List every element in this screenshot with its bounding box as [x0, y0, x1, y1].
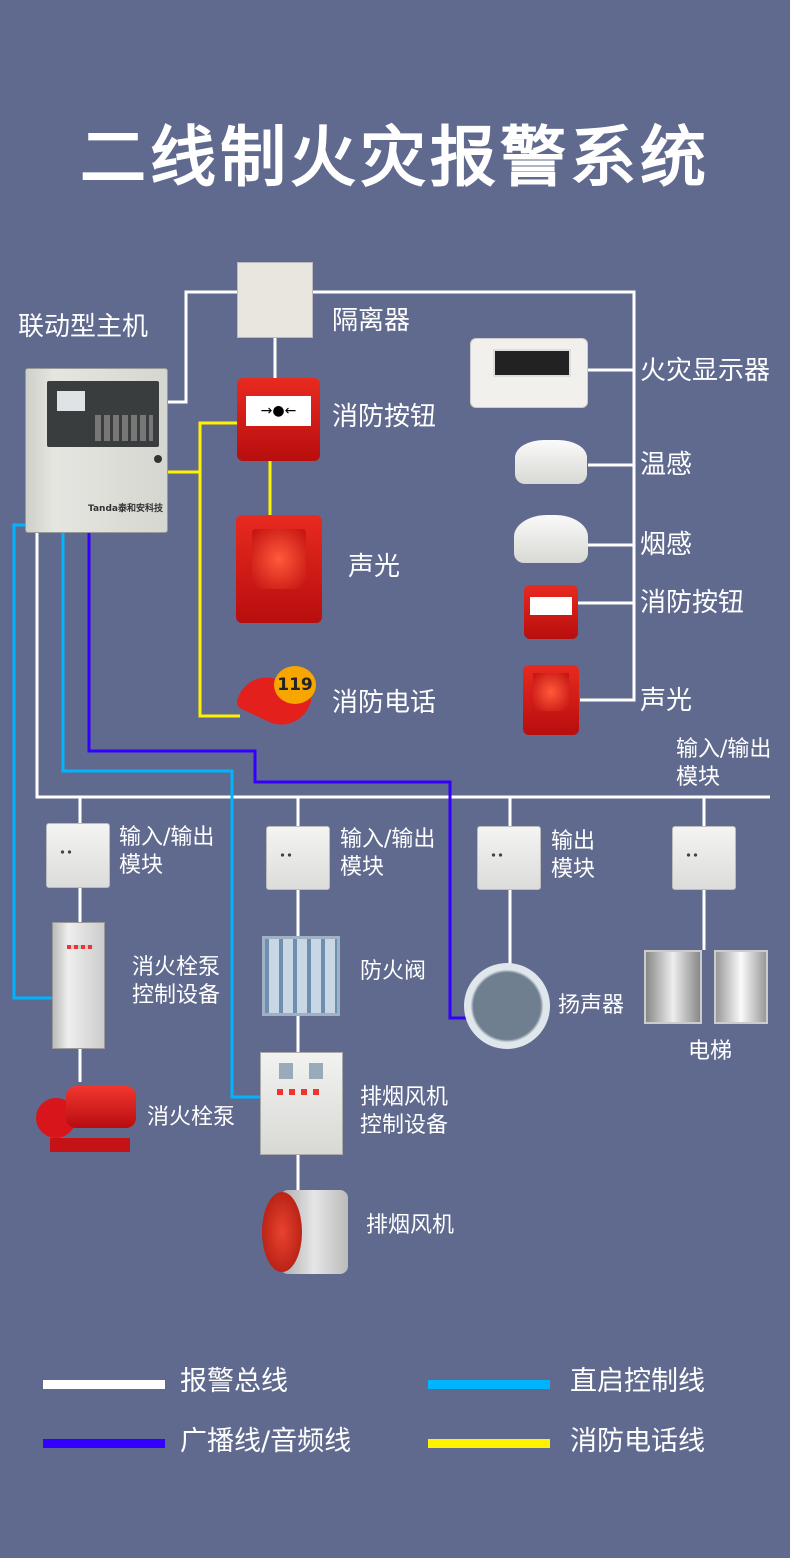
legend-label-phone: 消防电话线	[570, 1426, 705, 1457]
host-lcd-screen	[57, 391, 85, 411]
broadcast-wire	[87, 530, 468, 1020]
label-io-module-1: 输入/输出 模块	[119, 825, 215, 878]
sound-light-alarm-left	[236, 515, 322, 623]
label-hydrant-pump: 消火栓泵	[147, 1105, 236, 1130]
legend-label-direct-control: 直启控制线	[570, 1366, 705, 1397]
heat-detector-device	[515, 440, 587, 484]
smoke-fan-control-cabinet	[260, 1052, 343, 1155]
direct-control-wire	[12, 523, 52, 1000]
arrow-press-icon: →●←	[246, 396, 311, 426]
indicator-lights	[277, 1089, 325, 1095]
label-isolator: 隔离器	[332, 306, 411, 336]
phone-badge-119: 119	[274, 666, 316, 704]
label-heat-detector: 温感	[640, 450, 693, 480]
label-io-module-top-right: 输入/输出 模块	[676, 737, 772, 790]
label-elevator: 电梯	[688, 1039, 733, 1064]
alarm-bus-wire	[313, 290, 636, 702]
host-control-panel	[47, 381, 159, 447]
label-hydrant-pump-control: 消火栓泵 控制设备	[132, 955, 221, 1008]
label-sound-light-right: 声光	[640, 686, 693, 716]
strobe-light-icon	[252, 529, 306, 589]
phone-wire	[168, 421, 237, 474]
fire-damper-device	[262, 936, 340, 1016]
button-window	[530, 597, 572, 615]
hydrant-pump-device	[36, 1080, 136, 1156]
direct-control-wire	[61, 530, 260, 1099]
alarm-bus-wire	[168, 290, 237, 404]
legend-label-broadcast: 广播线/音频线	[180, 1426, 352, 1457]
io-module-elevator	[672, 826, 736, 890]
phone-wire	[198, 472, 240, 718]
smoke-exhaust-fan-device	[262, 1190, 350, 1278]
label-io-module-2: 输入/输出 模块	[340, 827, 436, 880]
linkage-host-panel: Tanda泰和安科技	[25, 368, 168, 533]
legend-label-alarm-bus: 报警总线	[180, 1366, 288, 1397]
isolator-device	[237, 262, 313, 338]
smoke-detector-device	[514, 515, 588, 563]
label-smoke-fan-control: 排烟风机 控制设备	[360, 1085, 449, 1138]
label-phone: 消防电话	[332, 688, 437, 718]
hydrant-pump-control-cabinet	[52, 922, 105, 1049]
manual-button-left: →●←	[237, 378, 320, 461]
fire-display-device	[470, 338, 588, 408]
label-button-left: 消防按钮	[332, 402, 437, 432]
label-speaker: 扬声器	[558, 993, 625, 1018]
speaker-device	[464, 963, 550, 1049]
sound-light-alarm-right	[523, 665, 579, 735]
host-lock-icon	[154, 455, 162, 463]
label-output-module: 输出 模块	[551, 829, 596, 882]
display-screen	[493, 349, 571, 377]
label-host: 联动型主机	[18, 312, 149, 342]
legend-swatch-alarm-bus	[43, 1380, 165, 1389]
label-sound-light-left: 声光	[348, 552, 401, 582]
host-keypad	[95, 415, 153, 441]
label-fire-display: 火灾显示器	[640, 356, 771, 386]
label-smoke-fan: 排烟风机	[366, 1213, 455, 1238]
manual-button-right	[524, 585, 578, 639]
legend-swatch-direct-control	[428, 1380, 550, 1389]
page-title: 二线制火灾报警系统	[80, 119, 710, 196]
label-fire-damper: 防火阀	[360, 959, 427, 984]
legend-swatch-phone	[428, 1439, 550, 1448]
strobe-light-icon	[533, 673, 569, 711]
io-module-2	[266, 826, 330, 890]
label-button-right: 消防按钮	[640, 588, 745, 618]
label-smoke-detector: 烟感	[640, 530, 693, 560]
indicator-lights	[67, 945, 93, 949]
io-module-1	[46, 823, 110, 888]
legend-swatch-broadcast	[43, 1439, 165, 1448]
brand-logo: Tanda泰和安科技	[88, 504, 163, 514]
output-module	[477, 826, 541, 890]
elevator-device	[640, 950, 772, 1024]
alarm-bus-wire	[35, 530, 770, 799]
